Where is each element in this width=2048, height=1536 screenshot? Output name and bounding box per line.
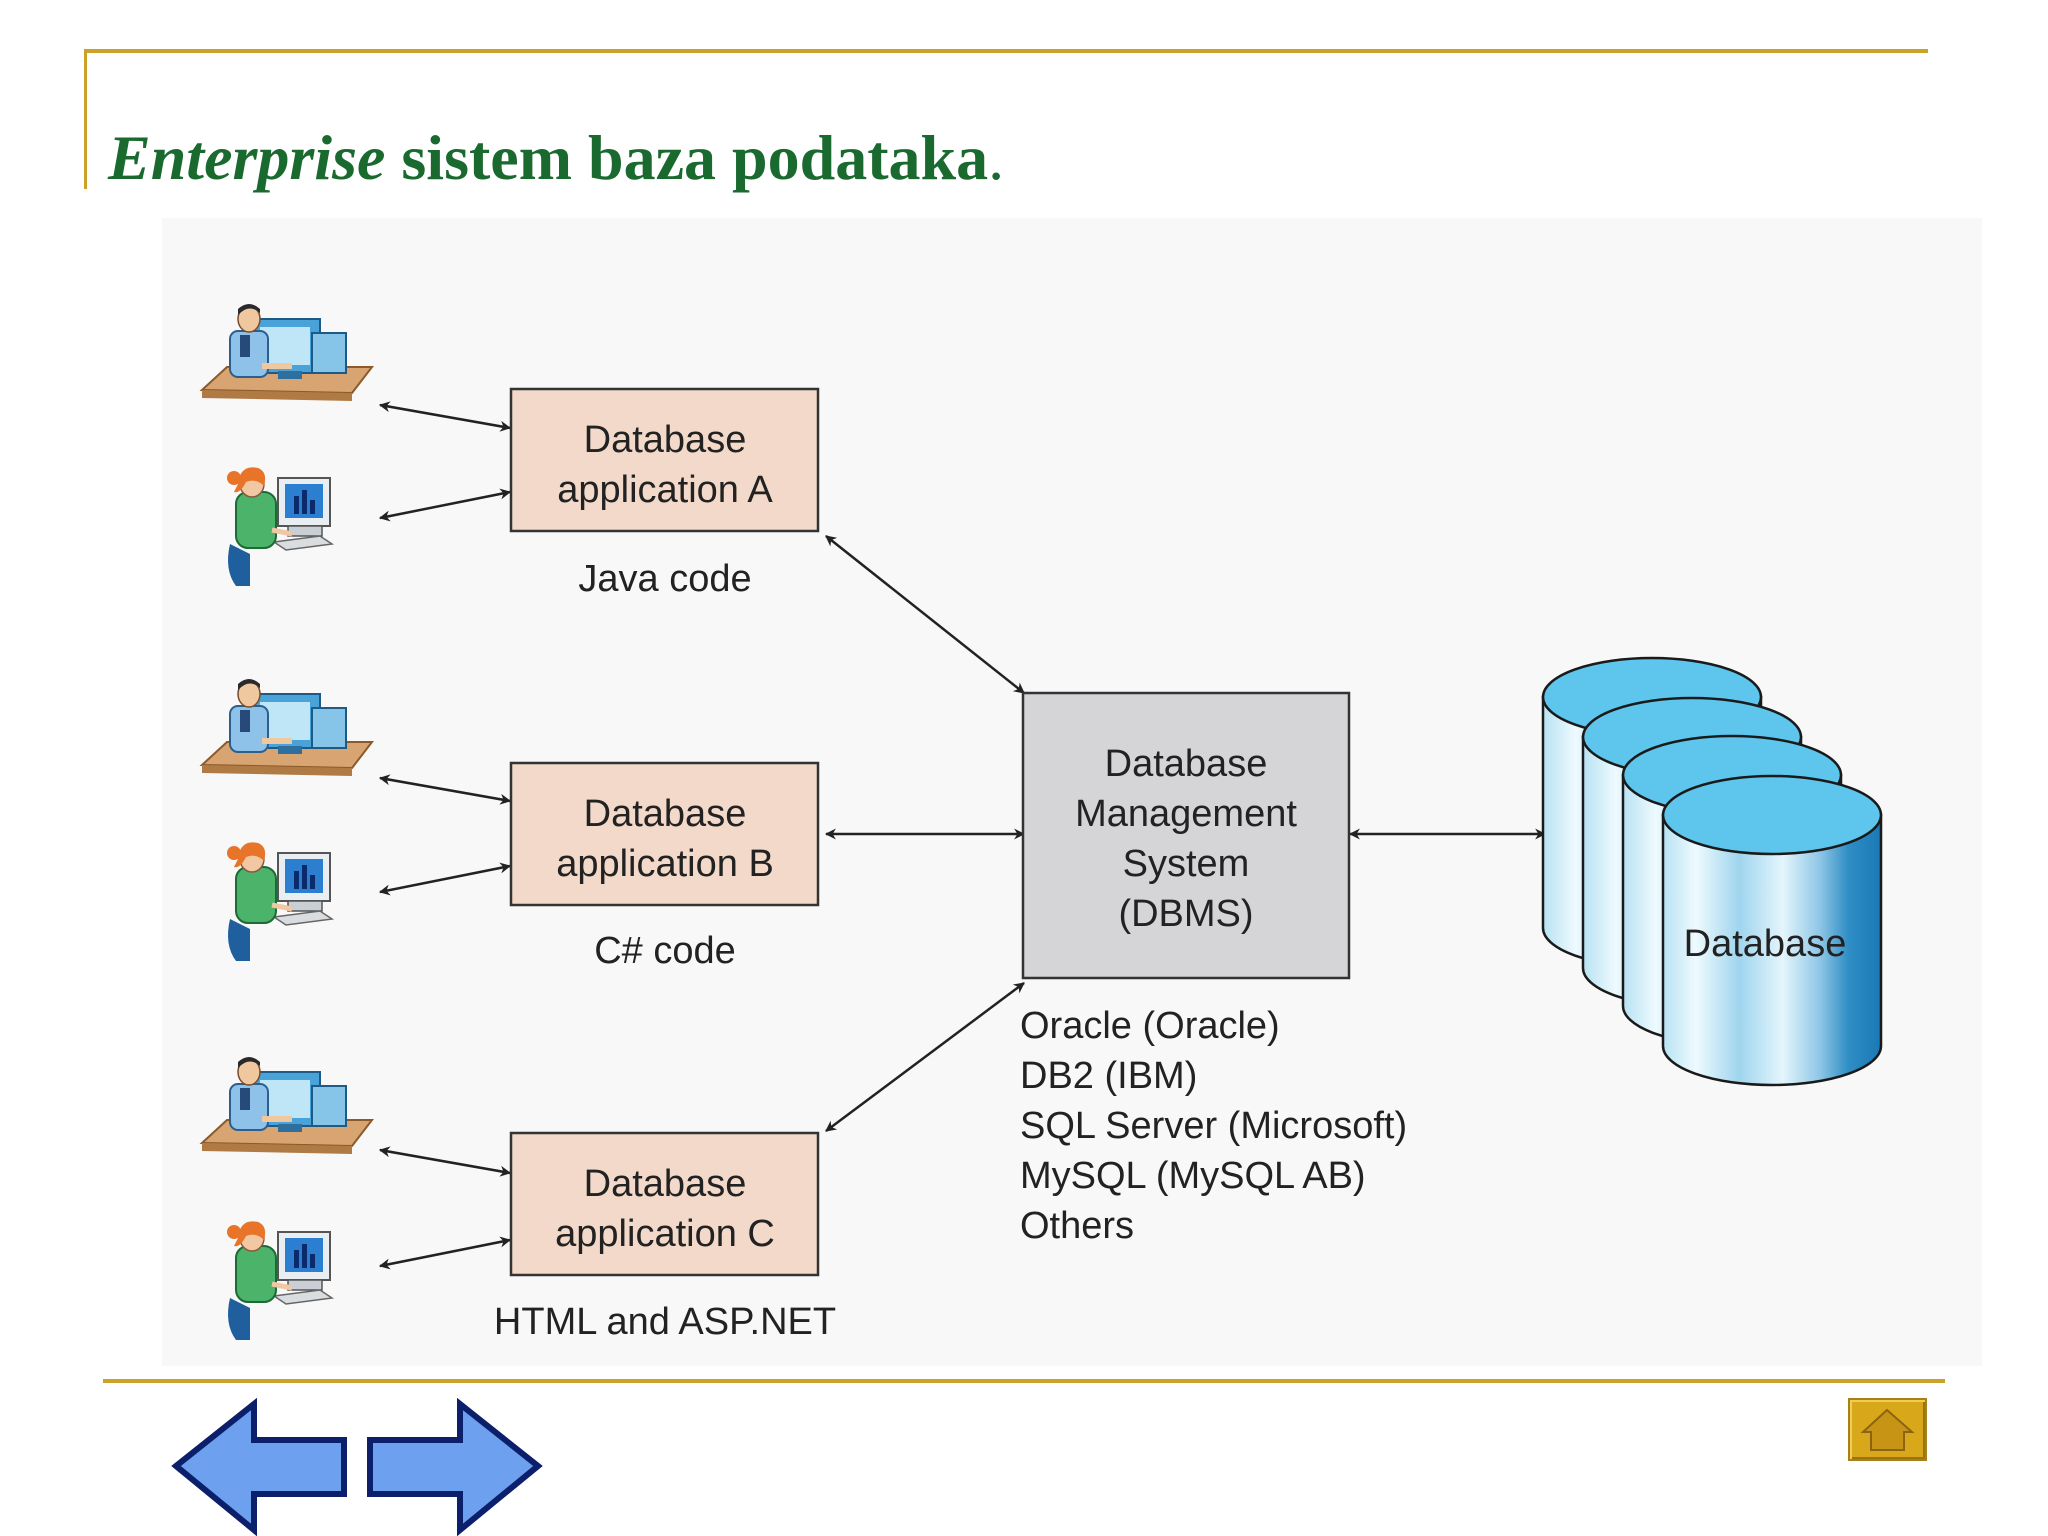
left-rule <box>84 49 87 189</box>
vendor-item: DB2 (IBM) <box>1020 1055 1197 1097</box>
dbms-line4: (DBMS) <box>1118 893 1253 935</box>
app-b-line1: Database <box>584 793 747 835</box>
top-rule <box>84 49 1928 53</box>
dbms-line1: Database <box>1105 743 1268 785</box>
arrow-user-to-app-b <box>378 774 512 805</box>
dbms-line3: System <box>1123 843 1250 885</box>
database-cylinders <box>1541 656 1883 1087</box>
user-male-computer-icon <box>201 678 373 777</box>
app-b-line2: application B <box>556 843 774 885</box>
user-female-computer-icon <box>227 1221 332 1340</box>
home-button[interactable] <box>1848 1398 1927 1461</box>
back-button[interactable] <box>168 1398 354 1536</box>
app-b-code-label: C# code <box>594 930 736 972</box>
dbms-line2: Management <box>1075 793 1297 835</box>
database-application-b: Database application B <box>509 761 820 907</box>
arrow-user-to-app-c <box>378 1146 512 1177</box>
user-female-computer-icon <box>227 467 332 586</box>
app-c-line2: application C <box>555 1213 775 1255</box>
app-a-code-label: Java code <box>578 558 751 600</box>
arrow-app-c-to-dbms <box>825 981 1025 1133</box>
database-application-c: Database application C <box>509 1131 820 1277</box>
database-label: Database <box>1684 923 1847 965</box>
home-icon <box>1860 1408 1915 1451</box>
dbms-vendor-list: Oracle (Oracle) DB2 (IBM) SQL Server (Mi… <box>1020 1005 1407 1247</box>
app-c-code-label: HTML and ASP.NET <box>494 1301 836 1343</box>
title-rest: sistem baza podataka <box>385 122 989 193</box>
app-a-line1: Database <box>584 419 747 461</box>
title-period: . <box>988 122 1005 193</box>
database-cylinder <box>1661 774 1883 1087</box>
arrow-user-to-app-a <box>378 401 512 432</box>
vendor-item: Others <box>1020 1205 1134 1247</box>
vendor-item: SQL Server (Microsoft) <box>1020 1105 1407 1147</box>
user-male-computer-icon <box>201 303 373 402</box>
slide-title: Enterprise sistem baza podataka. <box>108 118 1004 198</box>
app-c-line1: Database <box>584 1163 747 1205</box>
database-application-a: Database application A <box>509 387 820 533</box>
user-female-computer-icon <box>227 842 332 961</box>
app-a-line2: application A <box>557 469 773 511</box>
arrow-user-to-app-c <box>378 1236 512 1270</box>
forward-arrow-icon <box>367 1398 543 1536</box>
arrow-user-to-app-b <box>378 862 512 896</box>
arrow-app-a-to-dbms <box>825 535 1025 694</box>
title-emphasis: Enterprise <box>108 122 386 193</box>
forward-button[interactable] <box>360 1398 546 1536</box>
dbms-box: Database Management System (DBMS) <box>1021 691 1351 980</box>
vendor-item: Oracle (Oracle) <box>1020 1005 1280 1047</box>
arrow-user-to-app-a <box>378 488 512 522</box>
bottom-rule <box>103 1379 1945 1383</box>
vendor-item: MySQL (MySQL AB) <box>1020 1155 1366 1197</box>
user-male-computer-icon <box>201 1056 373 1155</box>
back-arrow-icon <box>171 1398 347 1536</box>
